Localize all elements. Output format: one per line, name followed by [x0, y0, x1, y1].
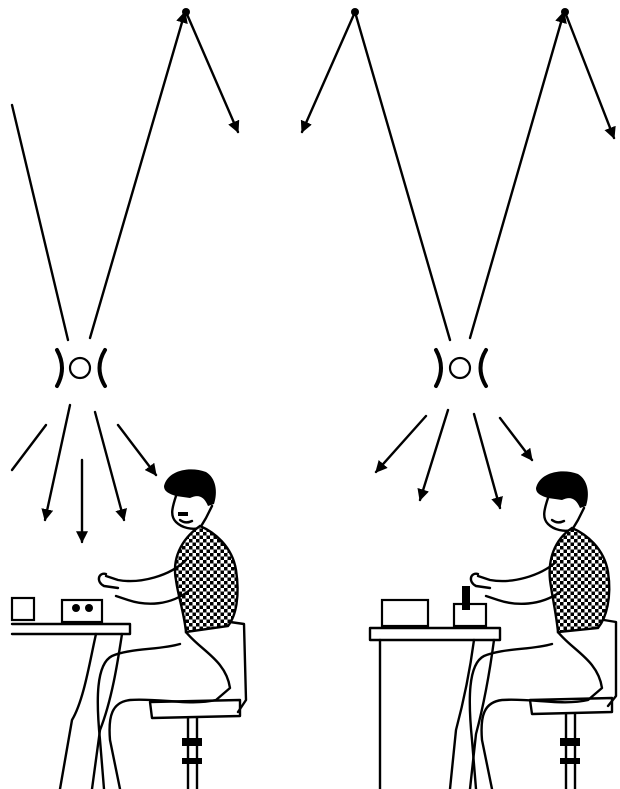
seated-worker-left — [98, 469, 238, 789]
lamp-icon — [436, 350, 486, 386]
seated-worker-right — [470, 471, 609, 789]
ray-rdown-3 — [474, 414, 500, 508]
ray-right-3 — [470, 12, 564, 338]
hair — [164, 469, 216, 506]
checkered-shirt — [175, 526, 238, 632]
ray-down-2 — [45, 405, 70, 520]
panel-left — [12, 8, 246, 789]
ray-right-4 — [565, 12, 614, 138]
ray-down-5 — [118, 425, 156, 475]
hair — [536, 471, 588, 508]
ray-rdown-2 — [420, 410, 448, 500]
direct-light-rays-right — [376, 410, 532, 508]
box-item — [382, 600, 428, 626]
box-item — [12, 598, 34, 620]
ray-left-2 — [90, 12, 185, 338]
direct-light-rays-left — [12, 405, 156, 542]
ray-down-1 — [12, 425, 46, 470]
checkered-shirt — [550, 528, 610, 632]
reflected-light-rays-right — [302, 8, 614, 340]
ray-right-1 — [302, 12, 355, 132]
ray-rdown-4 — [500, 418, 532, 460]
ray-right-2 — [355, 12, 450, 340]
device-on-table — [62, 600, 102, 622]
work-table-left — [12, 598, 130, 789]
reflected-light-rays-left — [12, 8, 238, 340]
ray-left-1 — [12, 105, 68, 340]
work-table-right — [370, 586, 500, 789]
lamp-icon — [57, 350, 105, 386]
ceiling-reflection-point — [182, 8, 190, 16]
ray-rdown-1 — [376, 416, 426, 472]
panel-right — [302, 8, 616, 789]
ceiling-reflection-point-b — [561, 8, 569, 16]
ceiling-reflection-point-a — [351, 8, 359, 16]
ray-left-3 — [186, 12, 238, 132]
